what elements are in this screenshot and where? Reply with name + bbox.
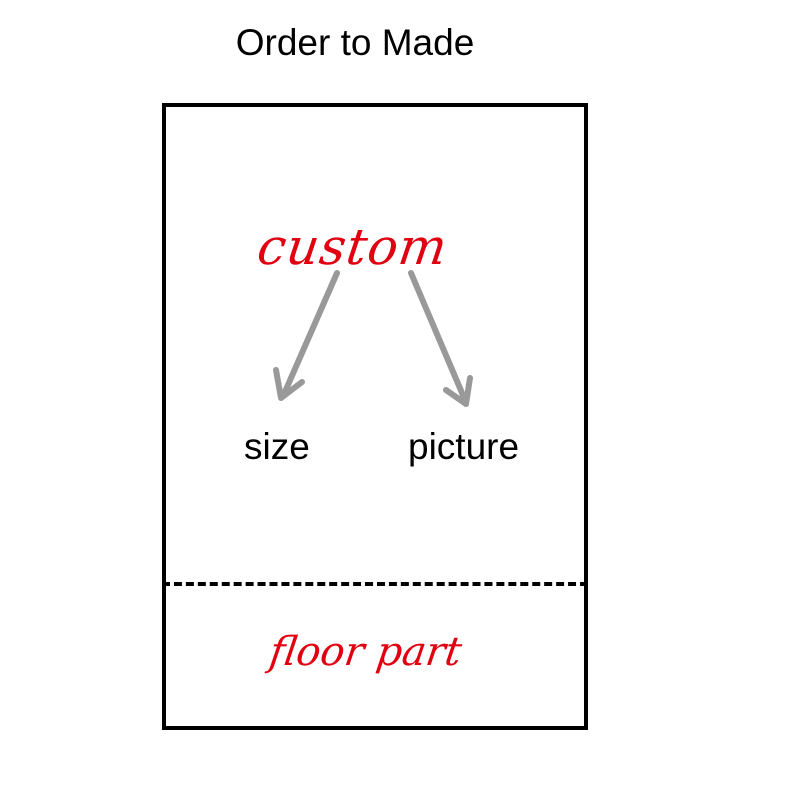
- size-label: size: [244, 426, 310, 467]
- diagram-title: Order to Made: [235, 22, 475, 63]
- picture-label: picture: [408, 426, 520, 467]
- product-outline-frame: [162, 103, 588, 730]
- custom-label: custom: [253, 218, 452, 276]
- floor-part-label: floor part: [266, 629, 465, 675]
- floor-divider-dashed-line: [162, 582, 588, 586]
